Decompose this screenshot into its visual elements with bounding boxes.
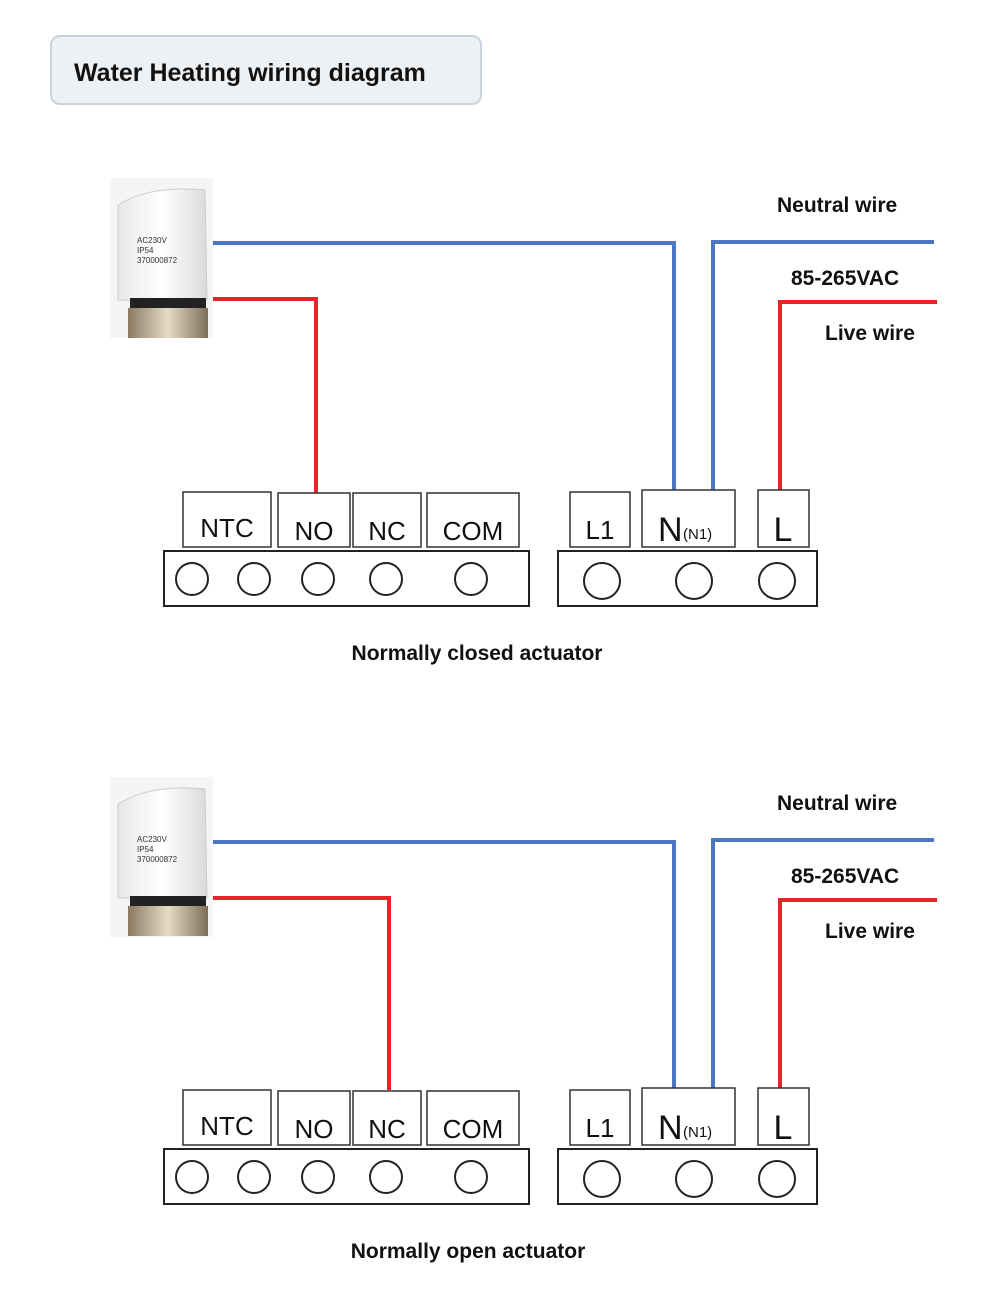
neutral-wire-actuator (213, 241, 676, 490)
screw-hole (237, 562, 271, 596)
actuator-label-voltage: AC230V (137, 835, 167, 844)
terminal-box-ntc (182, 1089, 272, 1146)
terminal-label-no: NO (295, 1114, 334, 1144)
screw-hole (237, 1160, 271, 1194)
terminal-label-n: N (658, 1109, 683, 1147)
terminal-label-nc: NC (368, 1114, 406, 1144)
terminal-label-ntc: NTC (200, 1111, 253, 1141)
title-box: Water Heating wiring diagram (50, 35, 482, 105)
terminal-label-com: COM (443, 516, 504, 546)
terminal-label-nc: NC (368, 516, 406, 546)
terminal-label-l: L (774, 511, 793, 549)
diagram-caption: Normally open actuator (351, 1240, 586, 1263)
screw-hole (454, 562, 488, 596)
terminal-box-l (757, 489, 810, 548)
left-terminal-block: NTC NO NC COM (163, 1089, 530, 1205)
terminal-label-com: COM (443, 1114, 504, 1144)
screw-hole (675, 1160, 713, 1198)
terminal-box-l1 (569, 1089, 631, 1146)
terminal-box-l (757, 1087, 810, 1146)
diagram-normally-open: AC230V IP54 370000872 Neutral wire 85-26… (110, 777, 937, 1263)
terminal-label-l1: L1 (586, 515, 615, 545)
right-terminal-block: L1 N (N1) L (557, 1087, 818, 1205)
terminal-box-ntc (182, 491, 272, 548)
screw-hole (583, 562, 621, 600)
terminal-box-n (641, 1087, 736, 1146)
screw-hole (175, 1160, 209, 1194)
terminal-box-com (426, 492, 520, 548)
screw-hole (675, 562, 713, 600)
screw-hole (758, 562, 796, 600)
right-terminal-block: L1 N (N1) L (557, 489, 818, 607)
neutral-wire-label: Neutral wire (777, 194, 897, 217)
live-wire-supply (778, 898, 937, 1088)
terminal-box-l1 (569, 491, 631, 548)
actuator-image: AC230V IP54 370000872 (110, 178, 213, 338)
voltage-label: 85-265VAC (791, 267, 899, 290)
terminal-box-no (277, 492, 351, 548)
live-wire-actuator (213, 896, 391, 1090)
neutral-wire-supply (711, 838, 934, 1088)
neutral-wire-actuator (213, 840, 676, 1088)
screw-hole (758, 1160, 796, 1198)
terminal-box-com (426, 1090, 520, 1146)
diagram-normally-closed: AC230V IP54 370000872 Neutral wire 85-26… (110, 178, 937, 665)
terminal-label-n-sub: (N1) (683, 1124, 712, 1141)
screw-hole (369, 1160, 403, 1194)
terminal-box-no (277, 1090, 351, 1146)
screw-hole (175, 562, 209, 596)
voltage-label: 85-265VAC (791, 865, 899, 888)
terminal-label-l: L (774, 1109, 793, 1147)
screw-hole (301, 562, 335, 596)
actuator-image: AC230V IP54 370000872 (110, 777, 213, 937)
actuator-label-voltage: AC230V (137, 236, 167, 245)
live-wire-actuator (213, 297, 318, 493)
screw-hole (369, 562, 403, 596)
screw-hole (454, 1160, 488, 1194)
terminal-label-n-sub: (N1) (683, 526, 712, 543)
diagram-caption: Normally closed actuator (352, 642, 603, 665)
neutral-wire-label: Neutral wire (777, 792, 897, 815)
screw-hole (583, 1160, 621, 1198)
actuator-label-rating: IP54 (137, 246, 154, 255)
live-wire-supply (778, 300, 937, 490)
terminal-label-l1: L1 (586, 1113, 615, 1143)
live-wire-label: Live wire (825, 920, 915, 943)
terminal-box-nc (352, 492, 422, 548)
terminal-label-ntc: NTC (200, 513, 253, 543)
terminal-label-n: N (658, 511, 683, 549)
live-wire-label: Live wire (825, 322, 915, 345)
actuator-label-rating: IP54 (137, 845, 154, 854)
page-title: Water Heating wiring diagram (74, 59, 426, 87)
actuator-label-serial: 370000872 (137, 256, 178, 265)
actuator-label-serial: 370000872 (137, 855, 178, 864)
screw-hole (301, 1160, 335, 1194)
terminal-box-nc (352, 1090, 422, 1146)
left-terminal-block: NTC NO NC COM (163, 491, 530, 607)
terminal-label-no: NO (295, 516, 334, 546)
neutral-wire-supply (711, 240, 934, 490)
terminal-box-n (641, 489, 736, 548)
